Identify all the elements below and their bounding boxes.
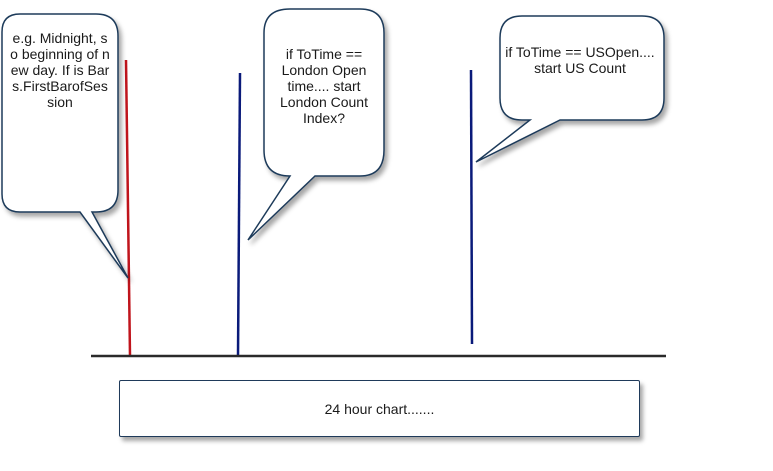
us-callout-text: if ToTime == USOpen.... start US Count: [505, 44, 655, 76]
london-callout-bubble: [247, 8, 385, 241]
midnight-marker-line: [124, 59, 132, 357]
us-open-marker-line: [469, 69, 474, 345]
midnight-callout-text: e.g. Midnight, so beginning of new day. …: [10, 30, 110, 110]
us-callout-bubble: [475, 15, 665, 163]
london-callout-text: if ToTime == London Open time.... start …: [280, 46, 368, 126]
chart-caption-text: 24 hour chart.......: [324, 400, 435, 417]
london-open-marker-line: [236, 72, 242, 357]
chart-caption-box: 24 hour chart.......: [119, 380, 640, 437]
midnight-callout-bubble: [1, 13, 129, 279]
